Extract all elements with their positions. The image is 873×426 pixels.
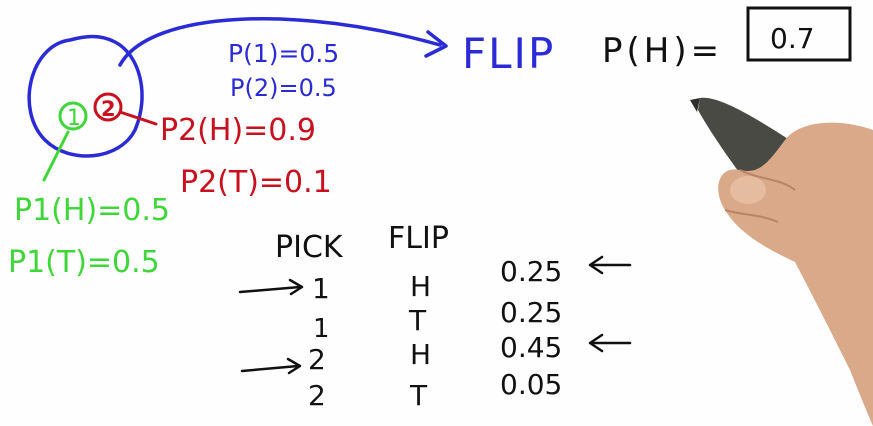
- flip-arrow: [118, 17, 442, 67]
- row-1-prob: 0.25: [500, 255, 562, 288]
- coin-2-pointer: [118, 110, 158, 126]
- coin-1-circle: [58, 101, 88, 131]
- row-3-flip: H: [410, 338, 431, 371]
- answer-box[interactable]: [746, 6, 852, 62]
- coin-1-tails-prob: P1(T)=0.5: [8, 245, 160, 280]
- hand-with-marker-icon: [690, 97, 873, 426]
- prob-coin-1: P(1)=0.5: [228, 39, 339, 68]
- coin-bag-circle: [27, 34, 144, 158]
- answer-prefix: P(H)=: [602, 31, 723, 71]
- prob-coin-2: P(2)=0.5: [230, 74, 337, 102]
- row-2-prob: 0.25: [500, 296, 562, 329]
- coin-2-label: 2: [101, 97, 116, 121]
- table-row: 2 H 0.45: [308, 331, 562, 376]
- coin-1-heads-prob: P1(H)=0.5: [14, 193, 170, 228]
- row-1-flip: H: [410, 270, 431, 303]
- table-row: 1 T 0.25: [313, 296, 562, 344]
- flip-arrow-head: [424, 30, 448, 58]
- coin-1-pointer: [42, 130, 70, 182]
- flip-label: FLIP: [462, 29, 555, 78]
- row-4-pick: 2: [308, 379, 326, 412]
- row-4-prob: 0.05: [500, 368, 562, 401]
- row-3-pick: 2: [308, 343, 326, 376]
- heads-arrow: [588, 333, 632, 353]
- pick-arrow: [240, 357, 302, 375]
- coin-1-label: 1: [67, 106, 81, 131]
- heads-arrow: [588, 255, 632, 275]
- table-header-flip: FLIP: [388, 221, 449, 256]
- table-row: 1 H 0.25: [312, 255, 562, 305]
- coin-2-circle: [93, 92, 123, 122]
- row-1-pick: 1: [312, 272, 330, 305]
- row-4-flip: T: [409, 379, 428, 412]
- coin-2-tails-prob: P2(T)=0.1: [180, 165, 332, 200]
- row-3-prob: 0.45: [500, 331, 562, 364]
- coin-2-heads-prob: P2(H)=0.9: [160, 113, 316, 148]
- table-row: 2 T 0.05: [308, 368, 562, 412]
- pick-arrow: [238, 278, 304, 296]
- table-header-pick: PICK: [275, 230, 344, 265]
- row-2-flip: T: [408, 304, 427, 337]
- row-2-pick: 1: [313, 314, 330, 344]
- answer-value: 0.7: [770, 22, 815, 55]
